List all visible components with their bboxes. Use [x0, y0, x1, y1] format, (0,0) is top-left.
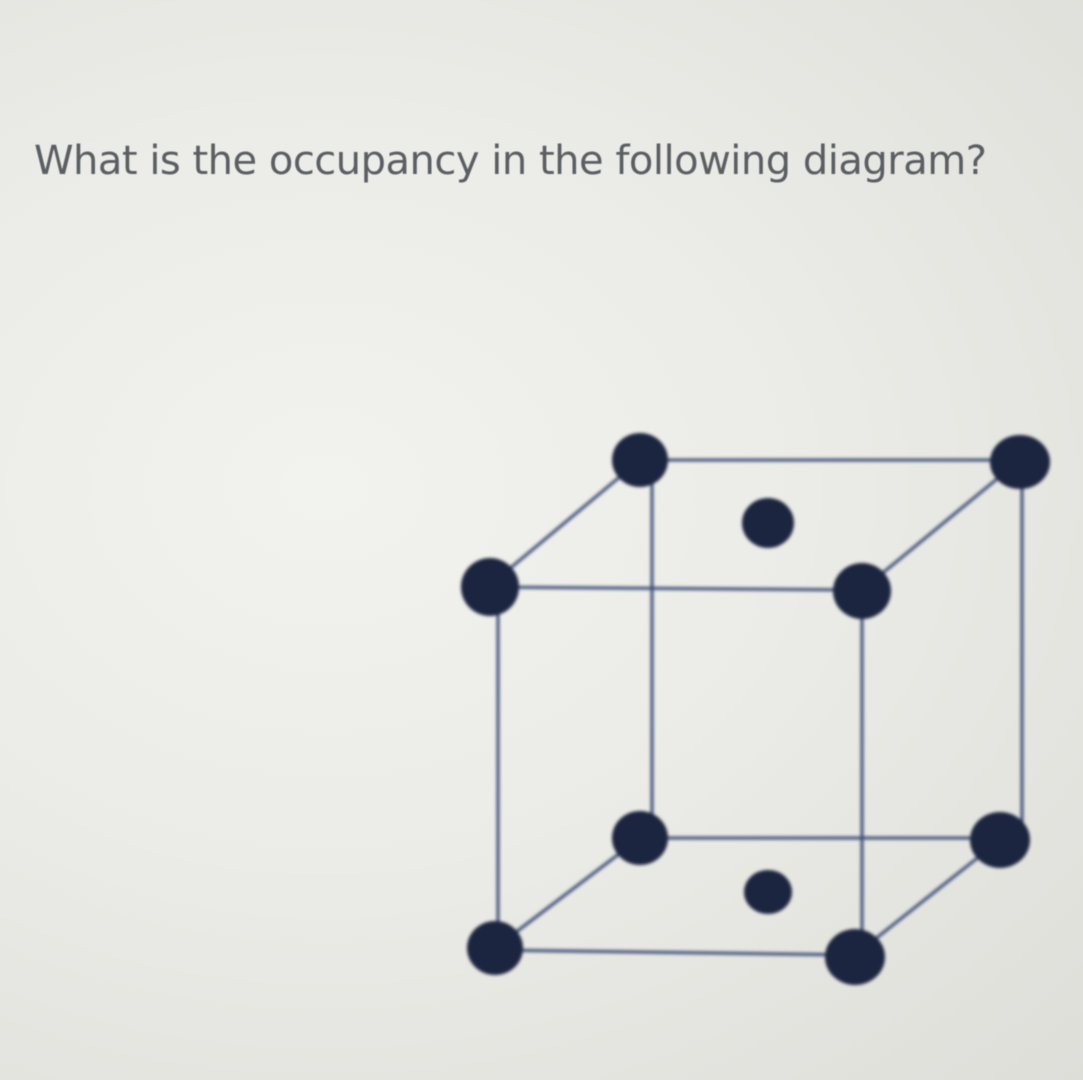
edge-depth-top-right: [861, 458, 1021, 592]
atom-corner-front-top-right: [833, 563, 891, 619]
atom-face-center-bottom: [744, 870, 792, 914]
atom-corner-back-bottom-right: [970, 812, 1030, 868]
atom-corner-front-bottom-left: [467, 921, 523, 975]
question-text: What is the occupancy in the following d…: [34, 138, 987, 184]
edge-depth-bottom-right: [854, 838, 1001, 957]
edge-front-bottom: [494, 948, 856, 957]
atom-corner-front-bottom-right: [825, 929, 885, 985]
atom-corner-front-top-left: [461, 558, 519, 616]
atom-corner-back-bottom-left: [612, 811, 668, 865]
atom-corner-back-top-left: [612, 433, 668, 487]
atom-face-center-top: [742, 498, 794, 548]
edge-depth-bottom-left: [494, 836, 641, 950]
edge-front-top: [489, 585, 863, 592]
edge-depth-top-left: [489, 458, 641, 587]
unit-cell-diagram: [461, 433, 1050, 985]
atom-corner-back-top-right: [990, 435, 1050, 489]
